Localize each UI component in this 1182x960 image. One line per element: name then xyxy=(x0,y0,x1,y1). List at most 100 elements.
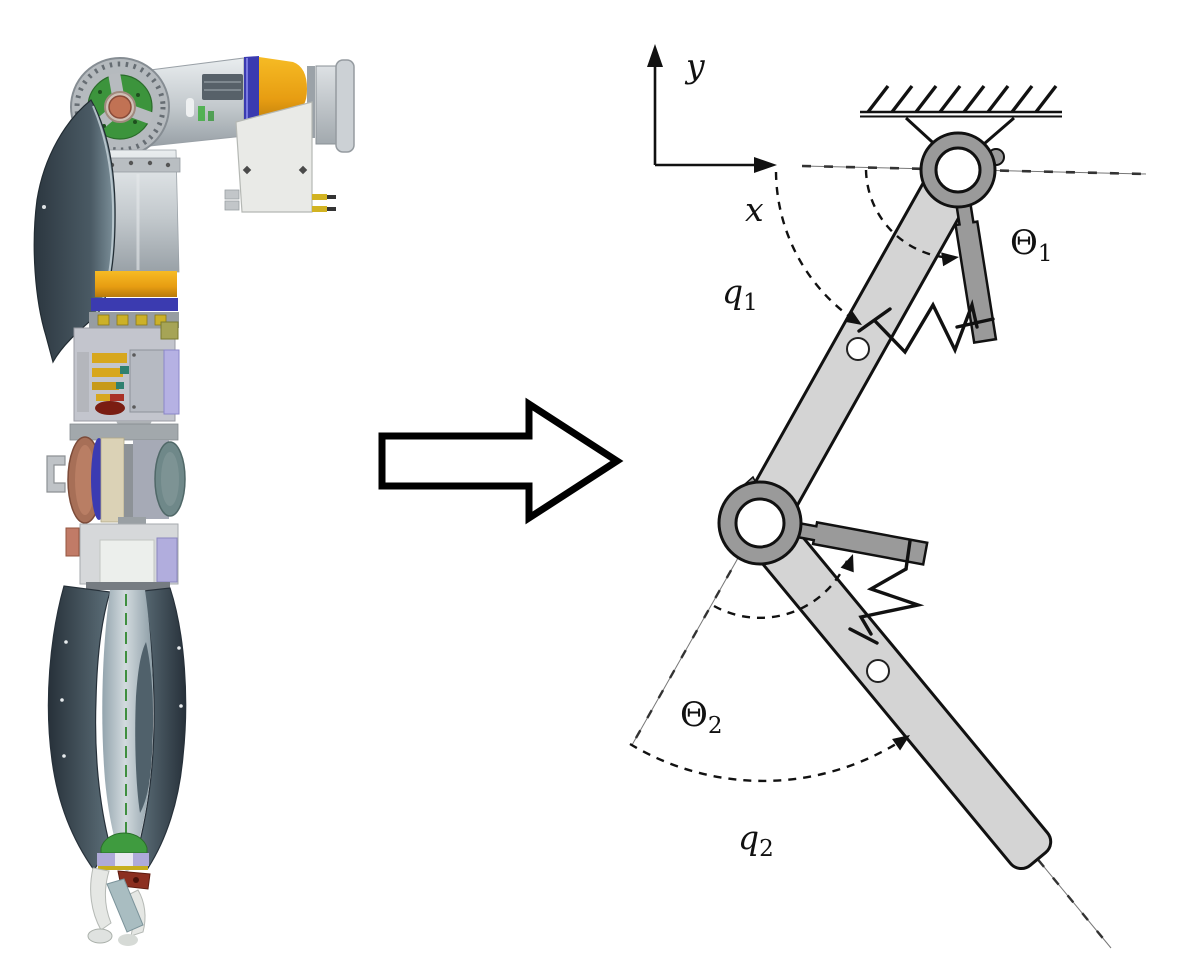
q2-label: q2 xyxy=(738,818,774,862)
bolt-dot xyxy=(165,162,171,168)
olive-connector xyxy=(160,321,179,340)
theta1-sub: 1 xyxy=(1038,241,1053,267)
spring2-zigzag xyxy=(858,567,925,636)
y-axis-label-text: y xyxy=(684,46,705,85)
green-led-detail xyxy=(198,106,205,121)
transform-arrow xyxy=(378,397,624,525)
spring1-zigzag xyxy=(873,299,979,355)
gearbox-feet xyxy=(86,582,170,590)
theta1-arc xyxy=(864,169,954,260)
horizontal-reference-dashes xyxy=(801,164,1147,176)
circuit-chip xyxy=(120,366,129,374)
joint2-bore xyxy=(734,497,786,549)
electronics-rail xyxy=(77,352,89,412)
shell-dot xyxy=(60,698,64,702)
connector-tip xyxy=(327,195,336,199)
q1-arrowhead-icon xyxy=(843,309,862,325)
green-led-detail xyxy=(208,111,214,121)
dark-red-module xyxy=(95,401,125,415)
arm-pill-detail xyxy=(186,98,194,117)
control-box-body xyxy=(235,101,313,213)
angle-arcs xyxy=(629,169,954,783)
x-axis-label: x xyxy=(745,190,764,229)
x-axis-arrowhead-icon xyxy=(754,157,777,173)
q2-arrowhead-icon xyxy=(892,735,910,751)
pcb-dot xyxy=(136,93,140,97)
fin-body xyxy=(33,99,116,364)
coordinate-axes xyxy=(647,44,777,173)
copper-disc-face xyxy=(75,445,95,515)
yellow-slat xyxy=(116,314,129,326)
theta1-label: Θ1 xyxy=(1010,223,1053,267)
theta1-base: Θ xyxy=(1010,223,1038,263)
shell-dot xyxy=(64,640,68,644)
circuit-chip xyxy=(110,394,124,401)
indigo-band xyxy=(91,298,178,311)
circuit-bar xyxy=(96,394,118,401)
handle-loop xyxy=(46,455,66,493)
x-axis-label-text: x xyxy=(745,190,764,229)
shell-inner-panel xyxy=(135,642,154,813)
shell-dot xyxy=(62,754,66,758)
lavender-plate xyxy=(163,349,180,415)
y-axis-label: y xyxy=(684,46,705,85)
flange-rim xyxy=(335,59,355,153)
cream-cylinder xyxy=(100,437,125,523)
pcb-dot xyxy=(98,90,102,94)
yellow-slat xyxy=(97,314,110,326)
yellow-connector xyxy=(312,206,327,212)
pcb-dot xyxy=(133,120,137,124)
joint-2-pivot xyxy=(717,475,803,566)
box-tab xyxy=(224,189,240,200)
spring1-anchor-arm xyxy=(955,317,995,329)
wrist-foot xyxy=(118,934,138,946)
theta2-sub: 2 xyxy=(708,713,723,739)
yellow-slat xyxy=(135,314,148,326)
q1-sub: 1 xyxy=(743,290,758,316)
joint-screw-ring xyxy=(74,61,166,153)
circuit-chip xyxy=(116,382,124,389)
spring2-anchor-link xyxy=(848,627,879,645)
robot-wrist xyxy=(87,832,151,946)
robot-control-box xyxy=(224,101,336,213)
ground-hatch xyxy=(866,84,1058,114)
circuit-bar xyxy=(92,368,123,377)
robot-gearbox xyxy=(65,523,179,590)
y-axis-arrowhead-icon xyxy=(647,44,663,67)
com-marker-link2 xyxy=(866,659,890,683)
screw-dot xyxy=(132,405,136,409)
salmon-bar xyxy=(65,527,80,557)
screw-dot xyxy=(132,353,136,357)
theta2-label: Θ2 xyxy=(680,695,723,739)
schematic-diagram: y x q1 Θ1 Θ2 q2 xyxy=(629,44,1147,949)
circuit-bar xyxy=(92,353,127,363)
q2-base: q xyxy=(738,818,759,857)
shell-dot xyxy=(179,704,183,708)
robot-cad-render xyxy=(33,56,355,946)
fin-hole xyxy=(42,205,46,209)
theta2-arc xyxy=(713,555,851,620)
spring-2 xyxy=(848,539,925,645)
wrist-yellow-line xyxy=(98,866,148,870)
wrist-tube xyxy=(106,878,144,933)
gearbox-block xyxy=(99,539,155,585)
spring-1 xyxy=(857,299,995,355)
robot-shoulder-column xyxy=(95,149,181,273)
q1-base: q xyxy=(722,272,743,311)
yellow-connector xyxy=(312,194,327,200)
bolt-dot xyxy=(128,160,134,166)
screw-dot xyxy=(242,165,252,175)
wrist-foot xyxy=(87,928,113,944)
theta1-arrowhead-icon xyxy=(941,252,959,267)
lavender-block xyxy=(156,537,178,583)
spring2-anchor-arm xyxy=(904,539,912,571)
flange-body xyxy=(315,65,337,145)
upper-arm-slats xyxy=(202,74,243,100)
wrist-white-block xyxy=(115,853,133,866)
box-tab xyxy=(224,200,240,211)
screw-dot xyxy=(298,165,308,175)
slat-lines xyxy=(204,81,241,91)
connector-tip xyxy=(327,207,336,211)
